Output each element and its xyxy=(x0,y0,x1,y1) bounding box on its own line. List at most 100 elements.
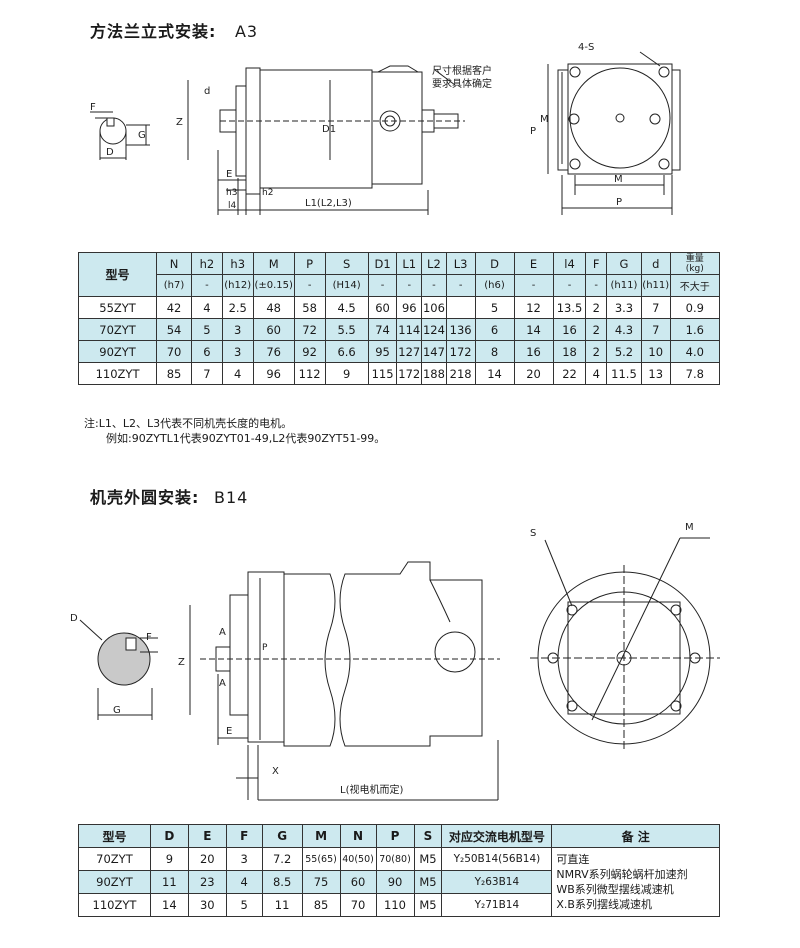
table-cell: 3 xyxy=(221,340,254,363)
section1-title: 方法兰立式安装: A3 xyxy=(90,18,258,42)
table-cell: 96 xyxy=(396,296,423,319)
table-cell: 85 xyxy=(156,362,192,385)
table-cell: 16 xyxy=(552,318,587,341)
table2-header: G xyxy=(261,824,303,848)
table-cell: 6.6 xyxy=(324,340,369,363)
table-cell: 55ZYT xyxy=(77,296,158,319)
spec-table-b14: 型号 D E F G M N P S 对应交流电机型号 备 注 70ZYT 9 … xyxy=(78,824,720,917)
table-cell: M5 xyxy=(413,847,443,871)
label-G-b14: G xyxy=(113,705,121,716)
table-cell: 74 xyxy=(367,318,398,341)
table-cell: 4.0 xyxy=(669,340,721,363)
table1-subheader: - xyxy=(585,274,607,297)
table1-subheader: (±0.15) xyxy=(252,274,295,297)
section2-title-text: 机壳外圆安装: xyxy=(90,488,200,507)
table-cell: 2 xyxy=(585,296,607,319)
table1-header: M xyxy=(252,252,295,275)
table1-subheader: (h12) xyxy=(221,274,254,297)
table1-header: d xyxy=(640,252,671,275)
table1-subheader: - xyxy=(367,274,398,297)
label-P-vertical: P xyxy=(530,126,536,137)
table-cell xyxy=(445,296,476,319)
table1-subheader: (h7) xyxy=(156,274,192,297)
table-cell: 20 xyxy=(513,362,554,385)
label-h2: h2 xyxy=(262,188,273,198)
table1-subheader: - xyxy=(293,274,326,297)
table-cell: 60 xyxy=(367,296,398,319)
flange-front-a3 xyxy=(547,51,681,215)
table-cell: M5 xyxy=(413,893,443,917)
table-cell: 11.5 xyxy=(606,362,642,385)
table-cell: 6 xyxy=(191,340,223,363)
table2-header-row: 型号 D E F G M N P S 对应交流电机型号 备 注 xyxy=(78,824,720,848)
shaft-section-b14 xyxy=(79,619,158,720)
table1-subheader: 不大于 xyxy=(669,274,721,297)
table-cell: 8.5 xyxy=(261,870,303,894)
weight-label: 重量 xyxy=(685,253,704,264)
label-D: D xyxy=(106,147,114,158)
table1-header: E xyxy=(513,252,554,275)
table-cell: 23 xyxy=(187,870,227,894)
table2-header: F xyxy=(225,824,263,848)
b14-drawing: D F G A A Z P E X L(视电机而定) xyxy=(70,522,720,801)
label-E-b14: E xyxy=(226,726,232,737)
table-cell: 106 xyxy=(421,296,447,319)
table1-header: P xyxy=(293,252,326,275)
table-cell: 58 xyxy=(293,296,326,319)
table1-header: h2 xyxy=(191,252,223,275)
table1-header: G xyxy=(606,252,642,275)
flange-front-b14 xyxy=(530,537,720,750)
table-cell: 6 xyxy=(474,318,515,341)
table-cell: 70(80) xyxy=(375,847,415,871)
table1-header: D1 xyxy=(367,252,398,275)
table-cell: 0.9 xyxy=(669,296,721,319)
table-cell: M5 xyxy=(413,870,443,894)
table-row: 70ZYT 9 20 3 7.2 55(65) 40(50) 70(80) M5… xyxy=(78,847,720,917)
label-P-b14: P xyxy=(262,643,268,653)
table2-header: S xyxy=(413,824,443,848)
table-cell: 147 xyxy=(421,340,447,363)
table-cell: 70ZYT xyxy=(77,318,158,341)
shaft-section-a3 xyxy=(90,111,150,160)
table2-header: M xyxy=(301,824,341,848)
table-cell: 110 xyxy=(375,893,415,917)
section2-title: 机壳外圆安装: B14 xyxy=(90,484,248,508)
table-cell: 172 xyxy=(445,340,476,363)
table-cell: 40(50) xyxy=(339,847,377,871)
table-cell: 112 xyxy=(293,362,326,385)
label-M-horizontal: M xyxy=(614,174,623,185)
table-cell: Y₂50B14(56B14) xyxy=(441,847,553,871)
table-cell: 188 xyxy=(421,362,447,385)
table-cell: 3 xyxy=(225,847,263,871)
remark-line: X.B系列摆线减速机 xyxy=(556,898,652,911)
table2-header: 对应交流电机型号 xyxy=(441,824,553,848)
table-cell: Y₂63B14 xyxy=(441,870,553,894)
table-cell: 5 xyxy=(474,296,515,319)
table2-header: N xyxy=(339,824,377,848)
table-cell: 127 xyxy=(396,340,423,363)
table1-header: L2 xyxy=(421,252,447,275)
label-Z: Z xyxy=(176,117,183,128)
table-cell: 70 xyxy=(156,340,192,363)
table-cell: 60 xyxy=(252,318,295,341)
label-F-b14: F xyxy=(146,632,152,643)
note-size-1: 尺寸根据客户 xyxy=(432,64,492,77)
table-cell: 7.8 xyxy=(669,362,721,385)
table-cell: 110ZYT xyxy=(77,362,158,385)
table-cell: 4 xyxy=(585,362,607,385)
section2-code: B14 xyxy=(213,488,249,507)
table-cell: 7.2 xyxy=(261,847,303,871)
label-h3: h3 xyxy=(226,188,237,198)
label-E: E xyxy=(226,169,232,180)
table-cell: 2 xyxy=(585,318,607,341)
label-L1: L1(L2,L3) xyxy=(305,198,352,209)
table1-header-row: 型号 N h2 h3 M P S D1 L1 L2 L3 D E l4 F G … xyxy=(77,252,721,297)
table-cell: 8 xyxy=(474,340,515,363)
table2-remarks: 可直连 NMRV系列蜗轮蜗杆加速剂 WB系列微型摆线减速机 X.B系列摆线减速机 xyxy=(551,847,720,917)
remark-line: WB系列微型摆线减速机 xyxy=(556,883,674,896)
table-cell: 172 xyxy=(396,362,423,385)
label-d: d xyxy=(204,86,210,97)
table1-header-weight: 重量 (kg) xyxy=(669,252,721,275)
